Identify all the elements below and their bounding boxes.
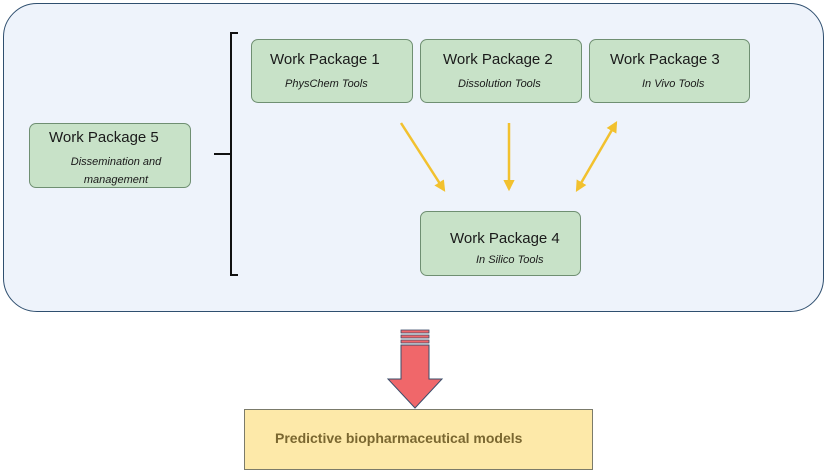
work-package-2-box: Work Package 2 Dissolution Tools (420, 39, 582, 103)
work-package-2-subtitle: Dissolution Tools (458, 78, 541, 90)
work-package-5-subtitle: Dissemination and management (70, 156, 162, 186)
work-package-4-box: Work Package 4 In Silico Tools (420, 211, 581, 276)
work-package-2-title: Work Package 2 (443, 51, 553, 68)
down-arrow-icon (386, 329, 444, 409)
predictive-models-label: Predictive biopharmaceutical models (275, 430, 523, 446)
work-package-4-subtitle: In Silico Tools (476, 254, 544, 266)
work-package-1-title: Work Package 1 (270, 51, 380, 68)
work-package-3-subtitle: In Vivo Tools (642, 78, 705, 90)
work-package-3-box: Work Package 3 In Vivo Tools (589, 39, 750, 103)
work-package-4-title: Work Package 4 (450, 230, 560, 247)
work-package-1-subtitle: PhysChem Tools (285, 78, 368, 90)
predictive-models-box: Predictive biopharmaceutical models (244, 409, 593, 470)
work-package-5-title: Work Package 5 (49, 129, 159, 146)
work-package-1-box: Work Package 1 PhysChem Tools (251, 39, 413, 103)
work-package-3-title: Work Package 3 (610, 51, 720, 68)
work-package-5-box: Work Package 5 Dissemination and managem… (29, 123, 191, 188)
